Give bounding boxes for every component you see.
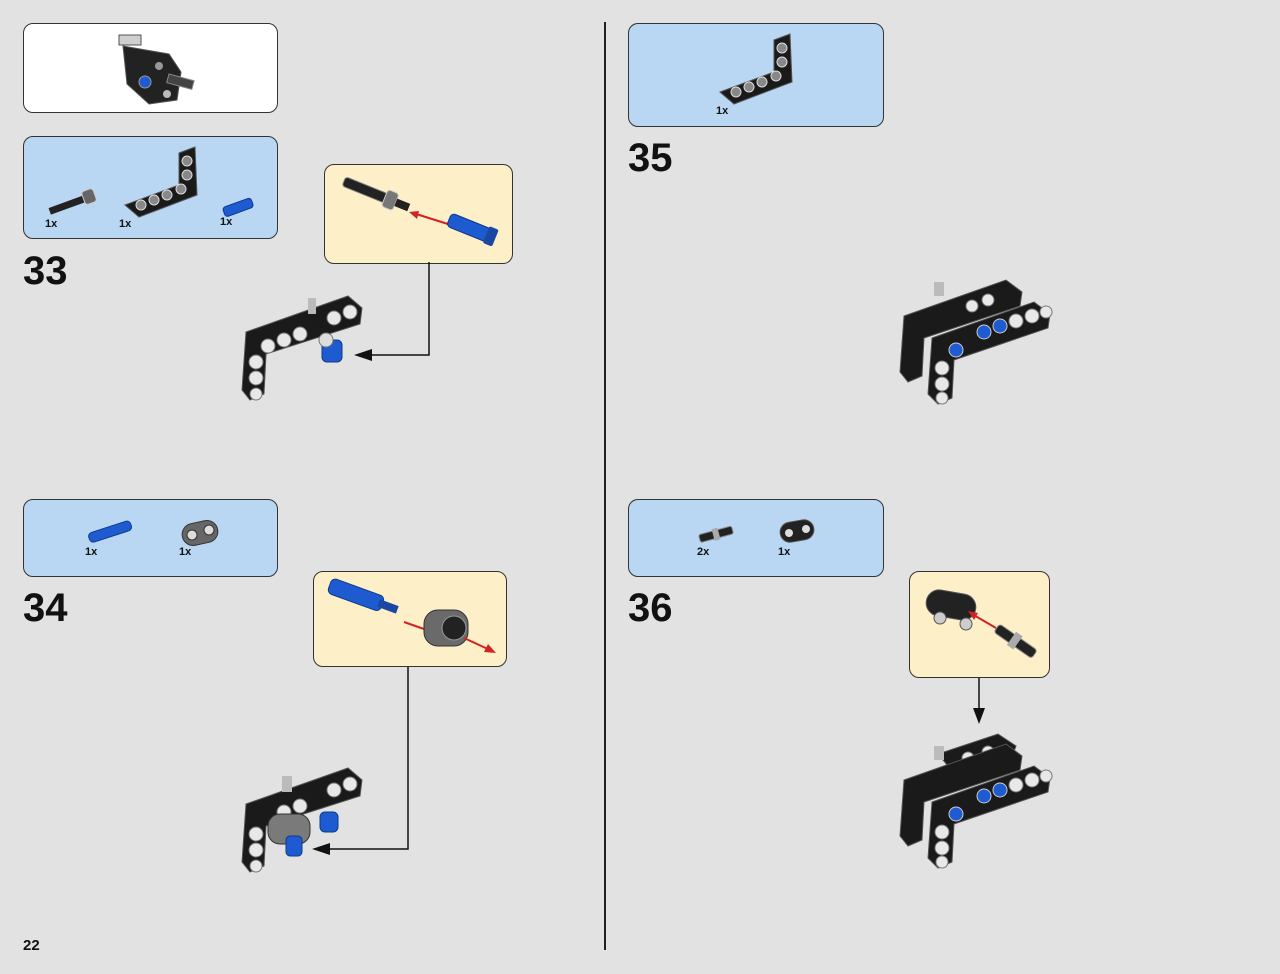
connector-icon — [779, 519, 815, 543]
connector-icon — [181, 520, 219, 546]
step33-pointer-arrow — [354, 262, 430, 361]
step33-assembly-icon — [241, 295, 363, 401]
step34-assembly-icon — [241, 767, 363, 873]
step36-down-arrow — [973, 678, 985, 724]
step34-part2-qty: 1x — [179, 546, 192, 558]
step36-number: 36 — [628, 586, 673, 630]
axle-pin-icon — [48, 188, 97, 215]
assembly-icon — [118, 34, 195, 105]
axle-pin-icon — [698, 525, 734, 543]
page-divider — [604, 22, 606, 950]
blue-pin-icon — [222, 197, 254, 217]
step35-part1-qty: 1x — [716, 105, 729, 117]
step34-part1-qty: 1x — [85, 546, 98, 558]
step35-assembly-icon — [899, 279, 1053, 405]
step35-number: 35 — [628, 136, 673, 180]
technic-beam-icon — [719, 33, 793, 105]
page-number: 22 — [23, 937, 40, 954]
step33-callout-box — [324, 164, 513, 264]
step34-number: 34 — [23, 586, 68, 630]
step36-part1-qty: 2x — [697, 546, 710, 558]
step36-assembly-icon — [899, 733, 1053, 869]
step33-part3-qty: 1x — [220, 216, 233, 228]
blue-pin-icon — [327, 578, 496, 653]
step34-callout-box — [313, 571, 507, 667]
step36-callout-box — [909, 571, 1050, 678]
step34-parts-box: 1x 1x — [23, 499, 278, 577]
step33-part1-qty: 1x — [45, 218, 58, 230]
blue-pin-icon — [88, 520, 133, 543]
step33-number: 33 — [23, 249, 68, 293]
step34-pointer-arrow — [312, 667, 409, 855]
step35-parts-box: 1x — [628, 23, 884, 127]
axle-pin-icon — [342, 177, 499, 246]
step33-part2-qty: 1x — [119, 218, 132, 230]
connector-icon — [925, 589, 1037, 658]
step36-parts-box: 2x 1x — [628, 499, 884, 577]
submodel-preview-box — [23, 23, 278, 113]
technic-beam-icon — [124, 146, 198, 218]
step33-parts-box: 1x 1x 1x — [23, 136, 278, 239]
step36-part2-qty: 1x — [778, 546, 791, 558]
